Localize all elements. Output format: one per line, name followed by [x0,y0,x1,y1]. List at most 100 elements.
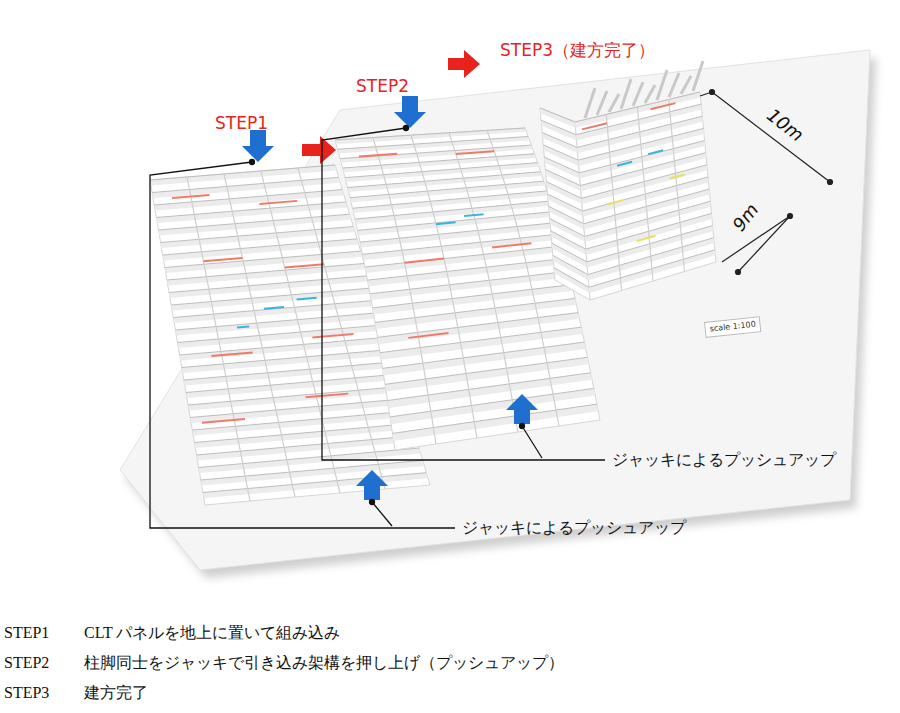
marker-line [264,307,284,309]
marker-line [405,259,445,263]
panel-shade [383,342,586,375]
marker-line [608,200,623,204]
panel-shade [197,436,418,461]
marker-line [617,162,632,166]
marker-line [650,103,675,109]
panel-edge [393,404,597,433]
panel-edge [175,313,378,330]
marker-line [648,150,663,154]
dimension-label: 10m [763,104,808,146]
column-line [224,174,295,497]
marker-line [582,123,607,129]
panel-fin [681,76,691,94]
panel-outline [335,128,600,450]
caption-step: STEP2 [4,653,49,672]
leader-lines [150,126,605,529]
marker-line [464,214,484,216]
panel-shade [363,234,561,260]
panel-shade [552,243,588,268]
panel-fin [669,73,679,97]
caption-text: 柱脚同士をジャッキで引き込み架構を押し上げ（プッシュアップ） [84,653,564,672]
panel-shade [393,404,599,441]
panel-fin [621,79,631,109]
step-heading: STEP1 [215,113,268,133]
column-line [638,107,654,281]
marker-line [259,201,297,204]
panel-edge [156,202,346,218]
marker-line [359,154,397,157]
dimension-label: 9m [728,199,763,235]
base-board [120,50,870,570]
column-line [187,177,250,501]
panel-edge [540,108,575,122]
marker-line [237,327,249,328]
callout-label: ジャッキによるプッシュアップ [612,450,836,469]
panel-fin [657,70,667,100]
panel-edge [152,177,339,192]
dimension-lines [700,90,833,275]
step-heading: STEP2 [356,76,409,96]
panel-shade [365,246,564,273]
panel-edge [154,190,342,205]
panel-edge [165,251,361,267]
marker-line [211,353,252,357]
step3-tower [575,92,716,300]
panel-shade [373,285,574,315]
panel-edge [542,133,577,148]
marker-line [637,236,656,241]
marker-line [285,264,324,267]
panel-edge [541,120,576,134]
column-line [449,133,518,432]
panel-edge [554,268,589,288]
panel-edge [173,300,375,317]
caption-text: 建方完了 [84,683,148,702]
column-line [261,171,340,493]
marker-line [203,258,242,261]
callout-label: ジャッキによるプッシュアップ [462,518,686,537]
panel-edge [544,157,579,173]
marker-line [492,243,531,247]
step3-fins [585,61,703,118]
jack-arrows [242,96,538,500]
panel-edge [150,165,335,180]
column-line [411,135,477,438]
caption-text: CLT パネルを地上に置いて組み込み [84,623,340,642]
panel-shade [348,172,543,192]
panel-shade [201,460,424,485]
panel-shade [343,154,536,173]
panel-shade [358,212,555,236]
panel-fin [609,94,619,112]
scale-tag: scale 1:100 [704,316,762,337]
panel-fin [585,88,595,118]
marker-line [172,195,209,198]
panel-fin [633,82,643,106]
marker-line [202,419,245,423]
panel-shade [355,201,551,224]
caption-step: STEP1 [4,623,49,642]
panel-shade [350,181,545,202]
step-arrows [302,50,480,164]
panel-edge [171,288,371,305]
panel-shade [378,313,580,345]
panel-edge [158,214,349,230]
panel-edge [161,227,354,243]
panel-shade [380,327,583,360]
marker-line [670,175,685,179]
panel-models [150,61,716,505]
panel-shade [550,219,586,243]
caption-step: STEP3 [4,683,49,702]
panel-edge [167,263,364,280]
panel-shade [360,223,558,248]
panel-shade [554,268,590,293]
marker-line [456,151,494,154]
panel-edge [543,145,578,160]
marker-line [312,334,353,338]
panel-shade [375,298,576,329]
marker-line [306,394,349,398]
step-heading: STEP3（建方完了） [500,40,655,60]
panel-edge [169,276,368,293]
column-line [669,100,685,272]
step2-panels [335,128,600,450]
